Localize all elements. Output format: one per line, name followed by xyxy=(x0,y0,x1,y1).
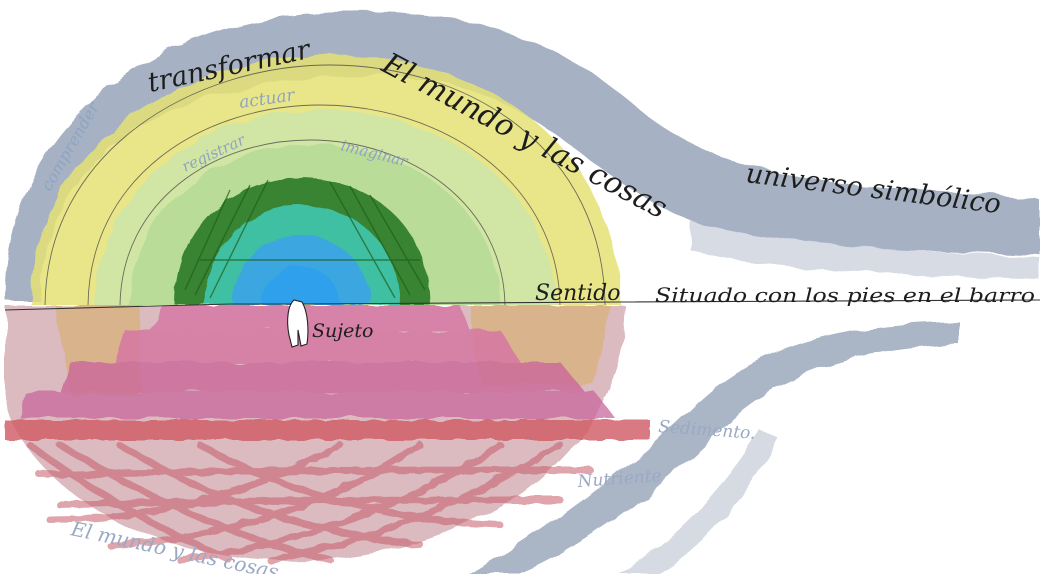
sediment-band xyxy=(5,420,650,440)
pink-layer-1 xyxy=(150,305,470,330)
label-sentido: Sentido xyxy=(535,281,620,306)
pink-layer-4 xyxy=(20,392,615,418)
label-situado: Situado con los pies en el barro xyxy=(655,283,1035,307)
pink-layer-3 xyxy=(60,362,585,392)
figure-icon xyxy=(288,300,308,347)
label-sujeto: Sujeto xyxy=(312,320,373,342)
